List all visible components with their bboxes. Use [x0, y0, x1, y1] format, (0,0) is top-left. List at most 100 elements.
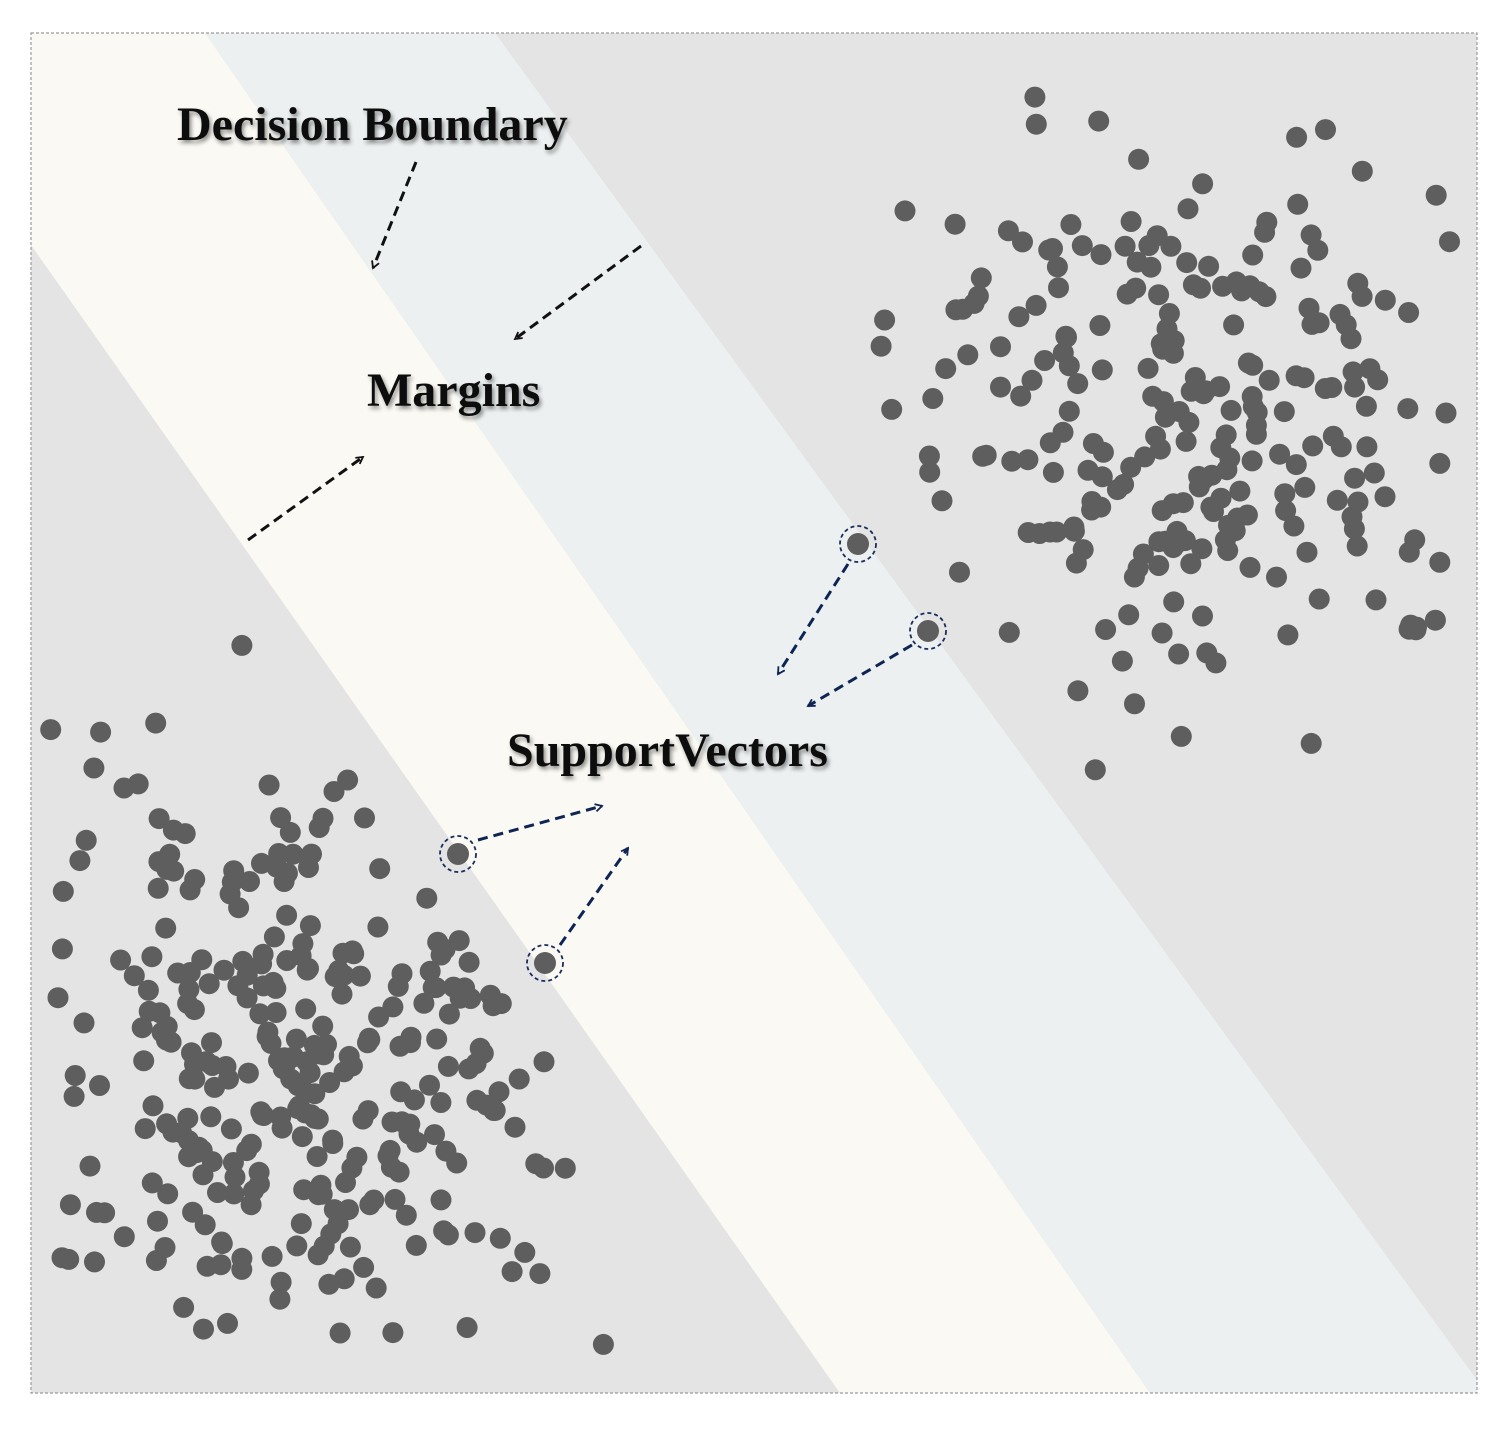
data-point [213, 959, 235, 981]
data-point [1198, 255, 1220, 277]
data-point [975, 444, 997, 466]
data-point [79, 1155, 101, 1177]
data-point [922, 388, 944, 409]
data-point [395, 1204, 417, 1226]
data-point [1286, 126, 1308, 148]
data-point [1225, 271, 1247, 293]
data-point [1294, 476, 1316, 498]
data-point [223, 1183, 245, 1205]
data-point [151, 1021, 173, 1043]
data-point [1435, 402, 1457, 424]
data-point [1124, 693, 1145, 715]
data-point [391, 1111, 413, 1133]
data-point [1255, 286, 1277, 308]
data-point [482, 995, 504, 1017]
data-point [1137, 357, 1159, 379]
data-point [1089, 315, 1111, 336]
data-point [248, 1161, 270, 1183]
data-point [162, 1121, 184, 1143]
data-point [295, 998, 317, 1020]
data-point [1241, 450, 1263, 472]
data-point [1269, 443, 1291, 465]
data-point [287, 1075, 309, 1097]
data-point [1090, 496, 1112, 518]
data-point [133, 1050, 155, 1072]
data-point [322, 1129, 344, 1151]
data-point [1214, 529, 1236, 551]
support-vector-arrows [477, 563, 913, 946]
data-point [1341, 506, 1363, 528]
data-point [354, 807, 375, 829]
data-point [263, 926, 285, 948]
data-point [870, 335, 892, 357]
data-point [1287, 193, 1309, 215]
data-point [430, 1092, 452, 1113]
data-point [1052, 421, 1074, 443]
data-point [1158, 303, 1180, 324]
data-point [990, 336, 1011, 358]
data-point [365, 1277, 387, 1299]
data-point [265, 977, 287, 999]
data-point [1148, 531, 1170, 553]
data-point [1315, 119, 1336, 141]
data-point [1397, 398, 1419, 420]
data-point [426, 1028, 448, 1050]
data-point [261, 1245, 283, 1267]
data-point [251, 852, 272, 874]
data-point [236, 987, 258, 1009]
data-point [113, 1226, 135, 1248]
data-point [957, 344, 979, 366]
data-point [181, 1042, 202, 1064]
data-point [1344, 467, 1366, 489]
data-point [508, 1068, 530, 1090]
data-point [944, 213, 966, 235]
data-point [1034, 350, 1056, 371]
data-point [489, 1227, 511, 1249]
data-point [1154, 406, 1176, 428]
data-point [1058, 400, 1080, 422]
data-point [1123, 566, 1145, 588]
data-point [369, 858, 391, 880]
data-point [400, 1032, 421, 1054]
data-point [1008, 306, 1030, 328]
support-vector-point [526, 944, 564, 982]
data-point [257, 1021, 279, 1043]
data-point [1067, 373, 1089, 395]
arrow-sv-lower-2 [558, 848, 630, 946]
data-point [183, 999, 205, 1021]
data-point [145, 712, 167, 734]
data-point [430, 1189, 452, 1211]
data-point [1424, 609, 1446, 631]
data-point [179, 962, 201, 983]
data-point [331, 983, 353, 1005]
data-point [1017, 449, 1039, 471]
data-point [299, 915, 321, 937]
data-point [1048, 277, 1069, 299]
data-point [1111, 650, 1133, 672]
cluster-upper-right [870, 86, 1460, 781]
data-point [448, 930, 470, 952]
data-point [308, 817, 330, 838]
data-point [272, 1058, 294, 1080]
data-point [1163, 330, 1185, 352]
data-point [1439, 231, 1460, 253]
margin-band-lower [31, 33, 1150, 1393]
arrow-to-decision-boundary [373, 161, 418, 268]
data-point [1090, 244, 1112, 266]
data-point [236, 964, 258, 986]
data-point [1091, 359, 1113, 381]
data-point [1056, 326, 1077, 348]
data-point [237, 1062, 259, 1084]
data-point [1429, 551, 1451, 573]
data-point [223, 860, 245, 882]
data-point [437, 1055, 459, 1077]
data-point [1329, 303, 1351, 325]
data-point [141, 1172, 163, 1194]
data-point [269, 1288, 291, 1310]
data-point [435, 1140, 457, 1162]
data-point [405, 1234, 427, 1256]
data-point [425, 977, 447, 999]
data-point [207, 1182, 228, 1203]
data-point [286, 1235, 308, 1257]
